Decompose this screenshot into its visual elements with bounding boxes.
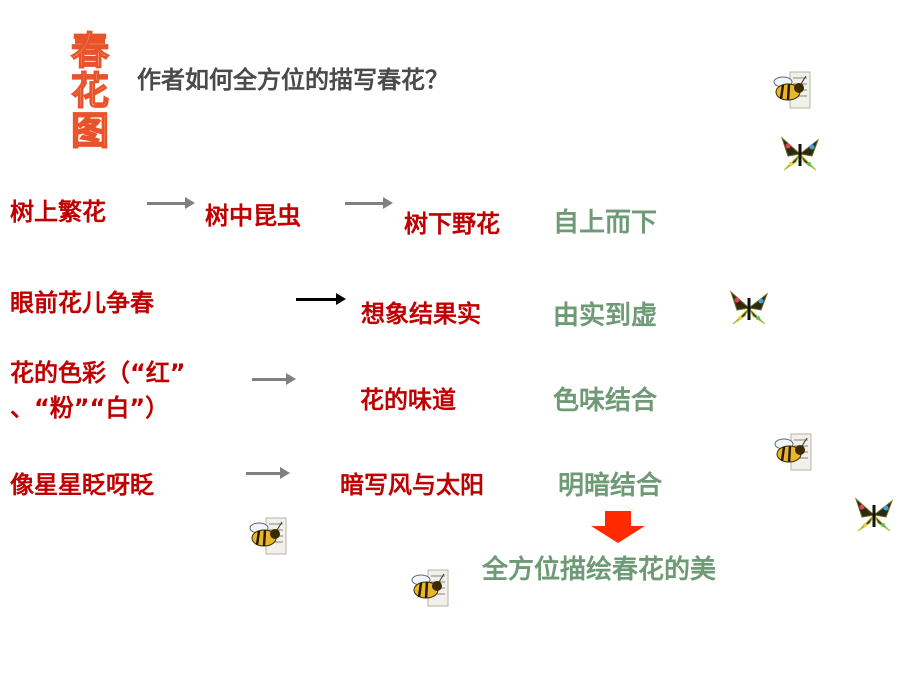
row2-right: 想象结果实: [361, 300, 481, 328]
row2-result: 由实到虚: [553, 301, 658, 331]
conclusion-text: 全方位描绘春花的美: [482, 555, 717, 585]
butterfly-icon: [854, 497, 894, 532]
row4-right: 暗写风与太阳: [340, 471, 484, 499]
down-arrow-icon: [591, 511, 645, 543]
row1-mid: 树中昆虫: [205, 202, 301, 230]
title-char-2: 花: [70, 69, 110, 113]
bee-icon: [774, 433, 812, 471]
row4-arrow: [246, 467, 290, 479]
title-char-3: 图: [70, 109, 110, 153]
butterfly-icon: [729, 290, 769, 325]
row2-left: 眼前花儿争春: [10, 289, 154, 317]
bee-icon: [249, 517, 287, 555]
row1-result: 自上而下: [553, 208, 658, 238]
question-heading: 作者如何全方位的描写春花？: [137, 66, 449, 94]
row3-arrow: [252, 373, 296, 385]
bee-icon: [773, 71, 811, 109]
row2-arrow: [296, 293, 346, 305]
row3-right: 花的味道: [360, 386, 456, 414]
row1-arrow-1: [147, 197, 195, 209]
title-char-1: 春: [70, 29, 110, 73]
row4-result: 明暗结合: [558, 471, 663, 501]
row1-right: 树下野花: [404, 210, 500, 238]
row1-left: 树上繁花: [10, 198, 106, 226]
slide-title-vertical: 春 花 图: [58, 29, 122, 153]
row1-arrow-2: [345, 197, 393, 209]
row3-left-line2: 、“粉”“白”）: [10, 394, 170, 422]
bee-icon: [411, 569, 449, 607]
row4-left: 像星星眨呀眨: [10, 471, 154, 499]
row3-result: 色味结合: [553, 386, 658, 416]
row3-left-line1: 花的色彩（“红”: [10, 359, 186, 387]
butterfly-icon: [780, 136, 820, 171]
